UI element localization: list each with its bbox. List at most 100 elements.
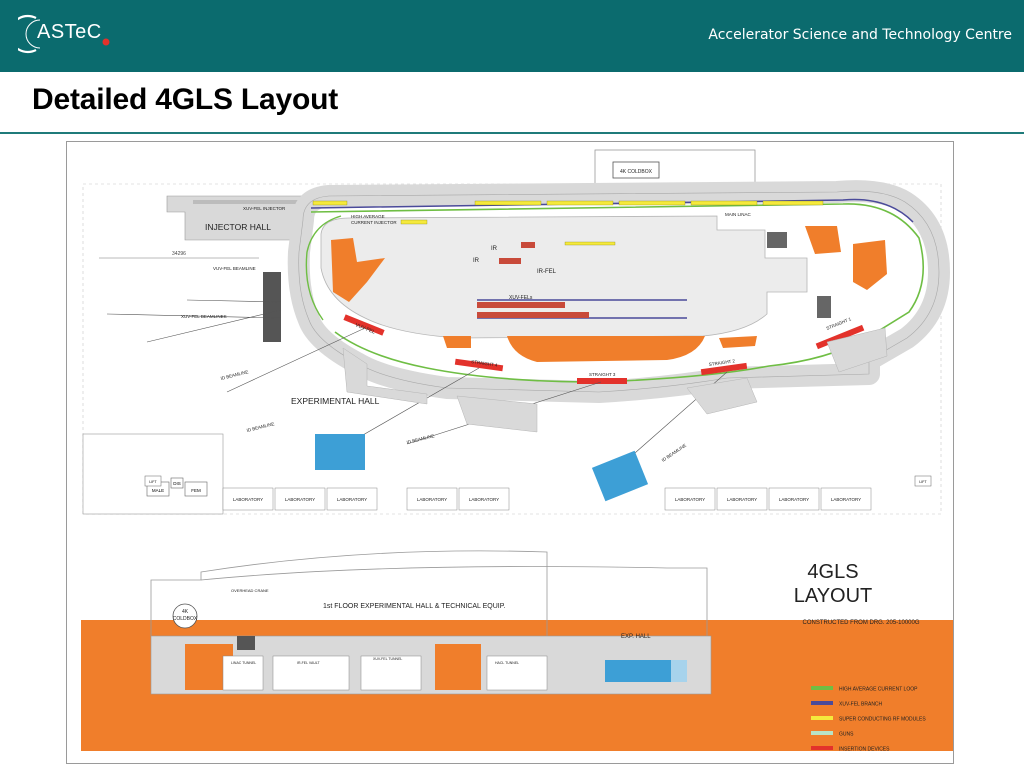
rf-module-5	[762, 200, 824, 206]
orange-area-south	[507, 336, 705, 362]
title-block: 4GLS LAYOUT CONSTRUCTED FROM DRG. 205-10…	[794, 561, 920, 626]
insertion-device-straight2	[700, 362, 748, 376]
id-beamline-line-1	[226, 327, 366, 393]
wc-dis-label: DIS	[173, 481, 181, 486]
laboratory-row: LABORATORY LABORATORY LABORATORY LABORATORY…	[222, 487, 872, 511]
laboratory-room	[326, 487, 378, 511]
straight2-label: STRAIGHT 2	[708, 358, 735, 367]
laboratory-room	[222, 487, 274, 511]
corridor-south	[456, 395, 538, 433]
injector-hall-inner-wall	[193, 200, 299, 204]
tunnel-label-2: IR-FEL VAULT	[297, 661, 321, 665]
legend-swatch	[811, 746, 833, 750]
beamline-purple-top	[310, 198, 914, 223]
xuv-beamline-line-1	[106, 313, 282, 319]
ir-label-2: IR	[473, 258, 480, 264]
xuv-undulator-row-1	[477, 302, 565, 308]
laboratory-label: LABORATORY	[337, 497, 367, 502]
title-divider	[0, 132, 1024, 134]
corridor-se	[686, 377, 758, 415]
orange-area-ne1	[805, 226, 841, 254]
laboratory-label: LABORATORY	[831, 497, 861, 502]
logo-text: ASTeC	[37, 21, 102, 43]
laboratory-room	[458, 487, 510, 511]
service-building-west	[82, 433, 224, 515]
insertion-device-straight3	[577, 378, 627, 384]
corridor-east	[826, 327, 888, 373]
orange-area-se	[719, 336, 757, 348]
ir-fel-label: IR-FEL	[537, 269, 557, 275]
lift-west	[144, 475, 162, 487]
laboratory-room	[768, 487, 820, 511]
tunnel-label-1: LINAC TUNNEL	[231, 661, 256, 665]
beamline-green-loop	[310, 203, 925, 383]
vuv-fel-beamline-label: VUV-FEL BEAMLINE	[213, 266, 256, 271]
id-beamline-label-2: ID BEAMLINE	[246, 421, 275, 433]
wc-fem	[184, 481, 208, 497]
corridor-sw	[342, 347, 428, 405]
ring-tunnel-edge	[298, 190, 940, 393]
wc-fem-label: FEM	[191, 488, 201, 493]
section-building-outline	[150, 550, 548, 636]
lift-east	[914, 475, 932, 487]
high-average-label: HIGH AVERAGE	[351, 214, 385, 219]
title-block-line2: LAYOUT	[794, 585, 873, 607]
header-tagline: Accelerator Science and Technology Centr…	[708, 27, 1012, 43]
legend-label: XUV-FEL BRANCH	[839, 702, 883, 708]
id-beamline-label-1: ID BEAMLINE	[220, 369, 249, 381]
xuv-undulator-row-2	[477, 312, 589, 318]
layout-drawing: 4K COLDBOX INJECTOR HALL	[81, 149, 953, 753]
rf-module-4	[690, 200, 758, 206]
section-coldbox-label-1: 4K	[182, 609, 189, 615]
laboratory-label: LABORATORY	[469, 497, 499, 502]
main-linac-label: MAIN LINAC	[725, 212, 752, 217]
rf-module-2	[546, 200, 614, 206]
ir-undulator-1	[521, 242, 535, 248]
xuv-fels-label: XUV-FELs	[509, 295, 533, 301]
laboratory-label: LABORATORY	[675, 497, 705, 502]
lift-west-label: LIFT	[149, 480, 157, 484]
exp-hall-label: EXP. HALL	[621, 634, 651, 640]
laboratory-label: LABORATORY	[417, 497, 447, 502]
rf-module-1	[474, 200, 542, 206]
current-injector-label: CURRENT INJECTOR	[351, 220, 397, 225]
injector-hall-label: INJECTOR HALL	[205, 222, 271, 232]
beamline-green-west	[305, 215, 342, 321]
overhead-crane-label: OVERHEAD CRANE	[231, 588, 269, 593]
coldbox-label: 4K COLDBOX	[620, 169, 653, 175]
wc-dis	[170, 477, 184, 489]
lift-east-label: LIFT	[919, 480, 927, 484]
xuv-beamline-line-2	[146, 309, 282, 343]
rf-module-3	[618, 200, 686, 206]
orange-area-west	[331, 238, 385, 302]
orange-area-ne2	[853, 240, 887, 290]
legend-swatch	[811, 701, 833, 705]
legend-label: GUNS	[839, 732, 854, 738]
injector-shield-wall	[263, 272, 281, 342]
legend-swatch	[811, 731, 833, 735]
section-shield	[237, 636, 255, 650]
legend-label: SUPER CONDUCTING RF MODULES	[839, 717, 926, 723]
laboratory-label: LABORATORY	[727, 497, 757, 502]
section-roof	[200, 566, 708, 636]
ir-undulator-2	[499, 258, 521, 264]
section-coldbox-label-2: COLDBOX	[173, 616, 198, 622]
laboratory-label: LABORATORY	[285, 497, 315, 502]
experiment-block-2	[591, 450, 649, 502]
rf-module-hac	[400, 219, 428, 225]
legend-swatch	[811, 686, 833, 690]
straight4-label: STRAIGHT 4	[471, 359, 498, 368]
section-tunnel-1	[222, 655, 264, 691]
id-beamline-label-3: ID BEAMLINE	[406, 433, 435, 445]
legend-label: INSERTION DEVICES	[839, 747, 890, 753]
title-block-constructed: CONSTRUCTED FROM DRG. 205-10000G	[802, 620, 919, 626]
section-tunnel-3	[360, 655, 422, 691]
laboratory-label: LABORATORY	[779, 497, 809, 502]
astec-logo-icon	[18, 14, 110, 54]
drawing-frame: 4K COLDBOX INJECTOR HALL	[66, 141, 954, 764]
ir-label-1: IR	[491, 246, 498, 252]
laboratory-room	[716, 487, 768, 511]
section-experiment-block-light	[671, 660, 687, 682]
legend-swatch	[811, 716, 833, 720]
